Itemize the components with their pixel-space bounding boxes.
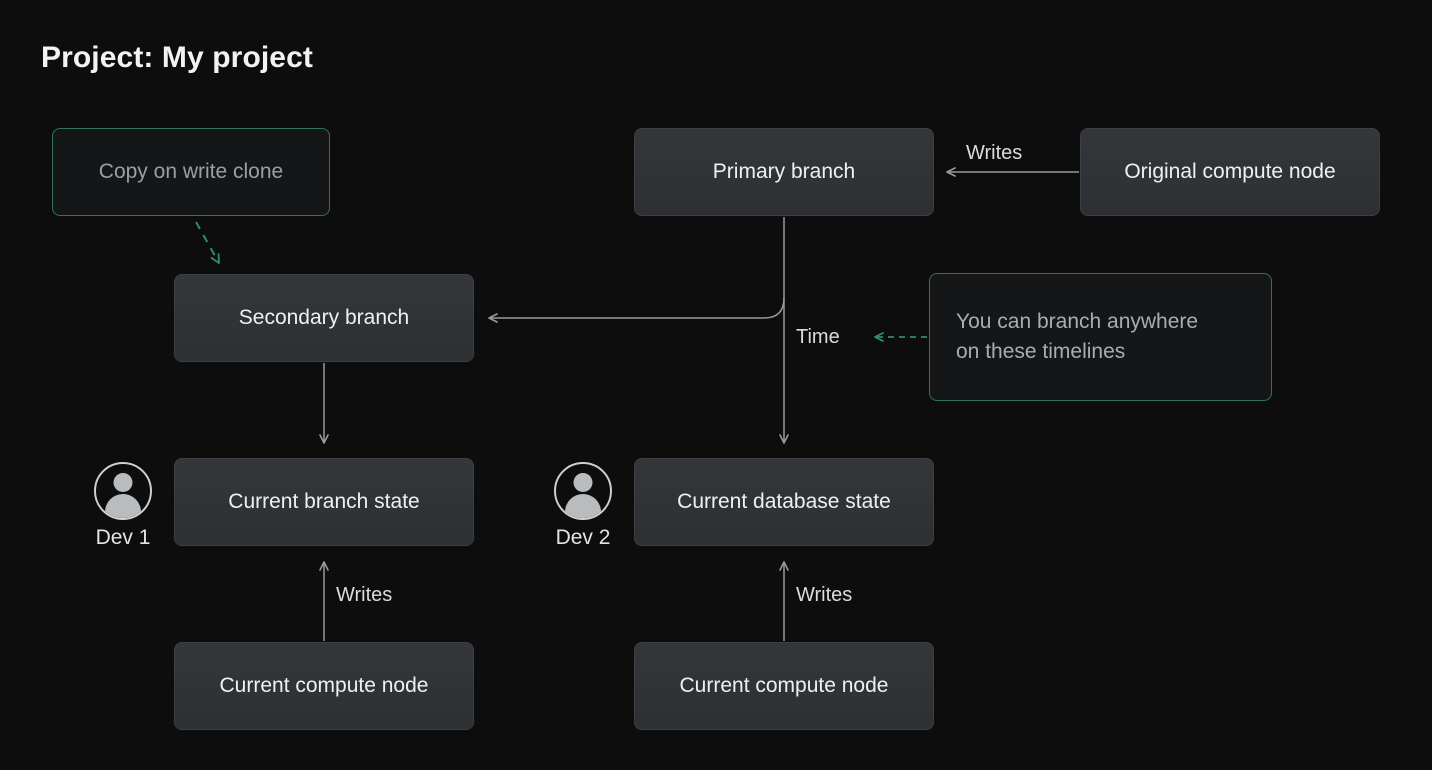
node-label: Copy on write clone [98, 159, 284, 183]
avatar-dev-1: Dev 1 [94, 462, 152, 550]
user-avatar-icon [554, 462, 612, 520]
avatar-head [113, 473, 133, 492]
user-avatar-icon [94, 462, 152, 520]
node-label: Original compute node [1124, 159, 1336, 183]
edge-clone-to-secondary [195, 221, 220, 264]
node-label: Current compute node [679, 673, 889, 697]
avatar-label-dev-1: Dev 1 [95, 526, 151, 549]
annotation-branch-anywhere: You can branch anywhere on these timelin… [929, 273, 1272, 401]
avatar-dev-2: Dev 2 [554, 462, 612, 550]
node-original-compute-node[interactable]: Original compute node [1080, 128, 1380, 216]
node-current-compute-node-right[interactable]: Current compute node [634, 642, 934, 730]
edge-primary-to-secondary [488, 297, 785, 323]
edge-label-writes-top: Writes [966, 142, 1023, 164]
node-label: Current compute node [219, 673, 429, 697]
node-label: Primary branch [712, 159, 856, 183]
edge-label-writes-right: Writes [796, 584, 853, 606]
edge-label-writes-left: Writes [336, 584, 393, 606]
avatar-label-dev-2: Dev 2 [555, 526, 611, 549]
avatar-head [573, 473, 593, 492]
node-label: Current database state [677, 489, 891, 513]
avatar-body [105, 494, 141, 518]
edge-label-time: Time [796, 326, 840, 348]
node-current-branch-state[interactable]: Current branch state [174, 458, 474, 546]
node-primary-branch[interactable]: Primary branch [634, 128, 934, 216]
node-current-compute-node-left[interactable]: Current compute node [174, 642, 474, 730]
node-label: Current branch state [228, 489, 420, 513]
annotation-line-1: You can branch anywhere [956, 309, 1199, 333]
page-title: Project: My project [41, 41, 313, 74]
node-copy-on-write-clone[interactable]: Copy on write clone [52, 128, 330, 216]
node-label: Secondary branch [238, 305, 410, 329]
annotation-line-2: on these timelines [956, 340, 1126, 363]
avatar-body [565, 494, 601, 518]
node-secondary-branch[interactable]: Secondary branch [174, 274, 474, 362]
node-current-database-state[interactable]: Current database state [634, 458, 934, 546]
